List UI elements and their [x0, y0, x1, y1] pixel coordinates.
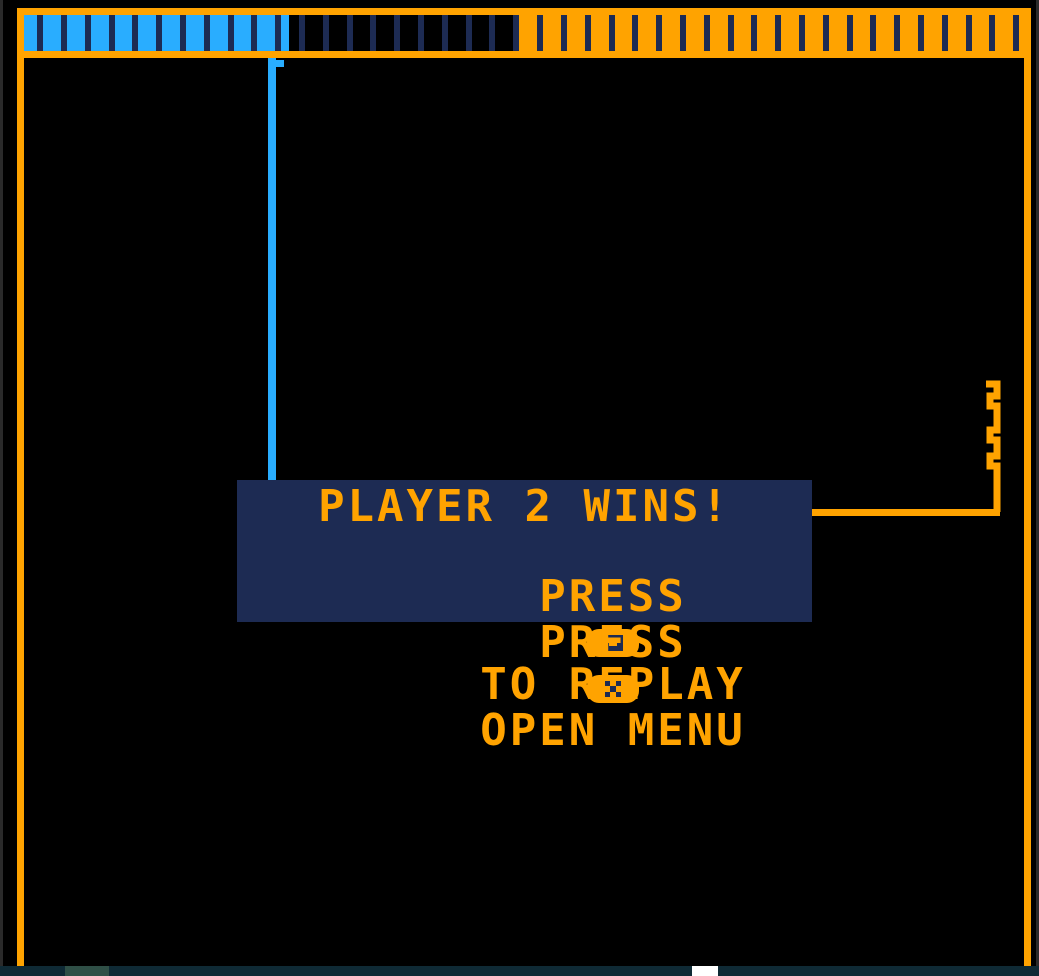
bottom-marker: [65, 966, 109, 976]
winner-text: PLAYER 2 WINS!: [318, 481, 731, 532]
hud-tick: [394, 15, 400, 51]
hud-tick: [609, 15, 615, 51]
hud-divider: [24, 51, 1024, 58]
player2-trail-wiggle: [986, 380, 1001, 512]
hud-tick: [347, 15, 353, 51]
hud-tick: [942, 15, 948, 51]
replay-press-label: PRESS: [539, 571, 687, 622]
o-button-icon: [586, 629, 639, 657]
hud-tick: [799, 15, 805, 51]
hud-tick: [109, 15, 115, 51]
menu-press-label: PRESS: [539, 617, 687, 668]
hud-tick: [632, 15, 638, 51]
score-hud: [24, 15, 1024, 51]
hud-tick: [489, 15, 495, 51]
player1-trail-cap: [268, 60, 284, 67]
hud-tick: [585, 15, 591, 51]
hud-tick: [656, 15, 662, 51]
hud-tick: [180, 15, 186, 51]
hud-tick: [728, 15, 734, 51]
hud-tick: [370, 15, 376, 51]
hud-tick: [442, 15, 448, 51]
hud-tick: [989, 15, 995, 51]
hud-tick: [323, 15, 329, 51]
hud-tick: [537, 15, 543, 51]
menu-action-label: OPEN MENU: [480, 705, 746, 756]
player1-trail: [268, 58, 276, 480]
hud-tick: [704, 15, 710, 51]
menu-instruction: PRESS OPEN MENU: [237, 577, 812, 797]
hud-tick: [418, 15, 424, 51]
hud-progress-bars: [24, 15, 1024, 51]
player2-progress-fill: [514, 15, 1024, 51]
hud-tick: [37, 15, 43, 51]
replay-instruction: PRESS TO REPLAY: [237, 531, 812, 751]
bottom-strip: [0, 966, 1039, 976]
player2-trail: [810, 509, 1000, 516]
hud-tick: [156, 15, 162, 51]
hud-tick: [204, 15, 210, 51]
hud-tick: [847, 15, 853, 51]
hud-tick: [894, 15, 900, 51]
game-over-dialog: PLAYER 2 WINS! PRESS TO REPLAY PRESS OPE…: [237, 480, 812, 753]
hud-tick: [132, 15, 138, 51]
bottom-marker: [692, 966, 718, 976]
hud-tick: [823, 15, 829, 51]
hud-tick: [680, 15, 686, 51]
hud-tick: [1013, 15, 1019, 51]
hud-tick: [228, 15, 234, 51]
empty-progress-region: [289, 15, 514, 51]
hud-tick: [466, 15, 472, 51]
hud-tick: [61, 15, 67, 51]
hud-tick: [751, 15, 757, 51]
hud-tick: [561, 15, 567, 51]
hud-tick: [775, 15, 781, 51]
hud-tick: [918, 15, 924, 51]
hud-tick: [275, 15, 281, 51]
hud-tick: [966, 15, 972, 51]
window-edge-left: [0, 0, 3, 976]
hud-tick: [85, 15, 91, 51]
hud-tick: [251, 15, 257, 51]
window-edge-right: [1036, 0, 1039, 976]
hud-tick: [870, 15, 876, 51]
x-button-icon: [586, 675, 639, 703]
hud-tick: [299, 15, 305, 51]
hud-tick: [513, 15, 519, 51]
